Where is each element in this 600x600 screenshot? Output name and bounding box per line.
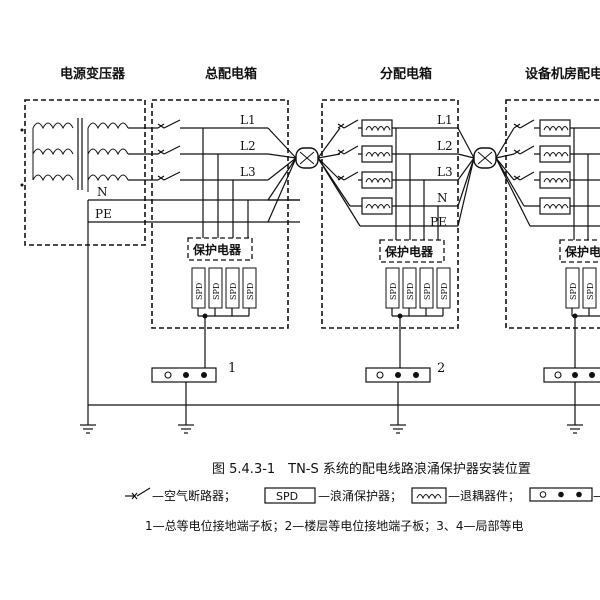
legend-spd-text: —浪涌保护器； (318, 488, 402, 503)
legend-terminal-symbol (529, 487, 593, 502)
ground-bus (80, 404, 600, 434)
sub-protector-label: 保护电器 (384, 244, 434, 259)
figure-caption: 图 5.4.3-1 TN-S 系统的配电线路浪涌保护器安装位置 (212, 461, 531, 477)
terminal-number-2: 2 (437, 361, 445, 376)
spd-label: SPD (586, 283, 595, 300)
label-n-sub: N (437, 191, 448, 205)
spd-label: SPD (406, 283, 415, 300)
equip-protector-box (559, 239, 600, 263)
spd-label: SPD (246, 283, 255, 300)
sub-to-cable-wires (457, 127, 475, 227)
main-spd-group: SPD SPD SPD SPD (191, 267, 257, 368)
label-l1-main: L1 (240, 113, 256, 127)
cable-connector-2 (473, 147, 497, 169)
legend-decouple-symbol (411, 487, 447, 504)
main-protector-label: 保护电器 (192, 242, 242, 257)
supply-wires (87, 127, 300, 405)
main-spd-taps (202, 128, 249, 238)
sub-input-wires (317, 119, 458, 227)
sub-decoupling-devices (361, 119, 393, 215)
main-protector-box (187, 237, 253, 261)
label-pe-transformer: PE (95, 207, 112, 221)
terminal-number-1: 1 (228, 361, 236, 376)
terminal-bar-1 (151, 367, 217, 425)
label-l3-sub: L3 (437, 165, 453, 179)
label-l2-sub: L2 (437, 139, 453, 153)
legend-breaker-text: —空气断路器； (152, 488, 236, 503)
main-distribution-box (151, 99, 289, 329)
header-transformer: 电源变压器 (60, 66, 126, 82)
legend-spd-box-text: SPD (276, 490, 298, 503)
header-sub-box: 分配电箱 (380, 66, 432, 82)
cable-connector-1 (295, 147, 319, 169)
spd-label: SPD (440, 283, 449, 300)
legend-breaker-symbol (125, 487, 151, 500)
equip-spd-taps (573, 128, 589, 240)
label-l1-sub: L1 (437, 113, 453, 127)
legend-spd-symbol (264, 487, 316, 504)
spd-label: SPD (229, 283, 238, 300)
terminal-bar-3 (543, 367, 600, 425)
spd-label: SPD (569, 283, 578, 300)
spd-label: SPD (212, 283, 221, 300)
label-l3-main: L3 (240, 165, 256, 179)
sub-protector-box (379, 239, 445, 263)
header-equip-box: 设备机房配电 (525, 66, 600, 82)
caption-notes: 1—总等电位接地端子板；2—楼层等电位接地端子板；3、4—局部等电 (145, 518, 524, 533)
legend-terminal-text: — (593, 489, 600, 503)
header-main-box: 总配电箱 (205, 66, 257, 82)
equip-spd-group: SPD SPD (565, 267, 600, 368)
terminal-bar-2 (365, 367, 431, 425)
legend-decouple-text: —退耦器件； (448, 489, 520, 503)
sub-spd-group: SPD SPD SPD SPD (385, 267, 451, 368)
main-breakers (157, 119, 268, 181)
label-n-transformer: N (97, 185, 108, 199)
sub-spd-taps (395, 128, 439, 240)
spd-label: SPD (423, 283, 432, 300)
equip-decoupling-devices (539, 119, 571, 215)
spd-label: SPD (195, 283, 204, 300)
sub-distribution-box (321, 99, 459, 329)
transformer-coils (20, 118, 129, 192)
equipment-room-box (505, 99, 600, 329)
equip-protector-label: 保护电器 (564, 244, 600, 259)
label-l2-main: L2 (240, 139, 256, 153)
transformer-box (24, 99, 146, 246)
spd-label: SPD (389, 283, 398, 300)
main-to-cable-wires (267, 127, 300, 223)
